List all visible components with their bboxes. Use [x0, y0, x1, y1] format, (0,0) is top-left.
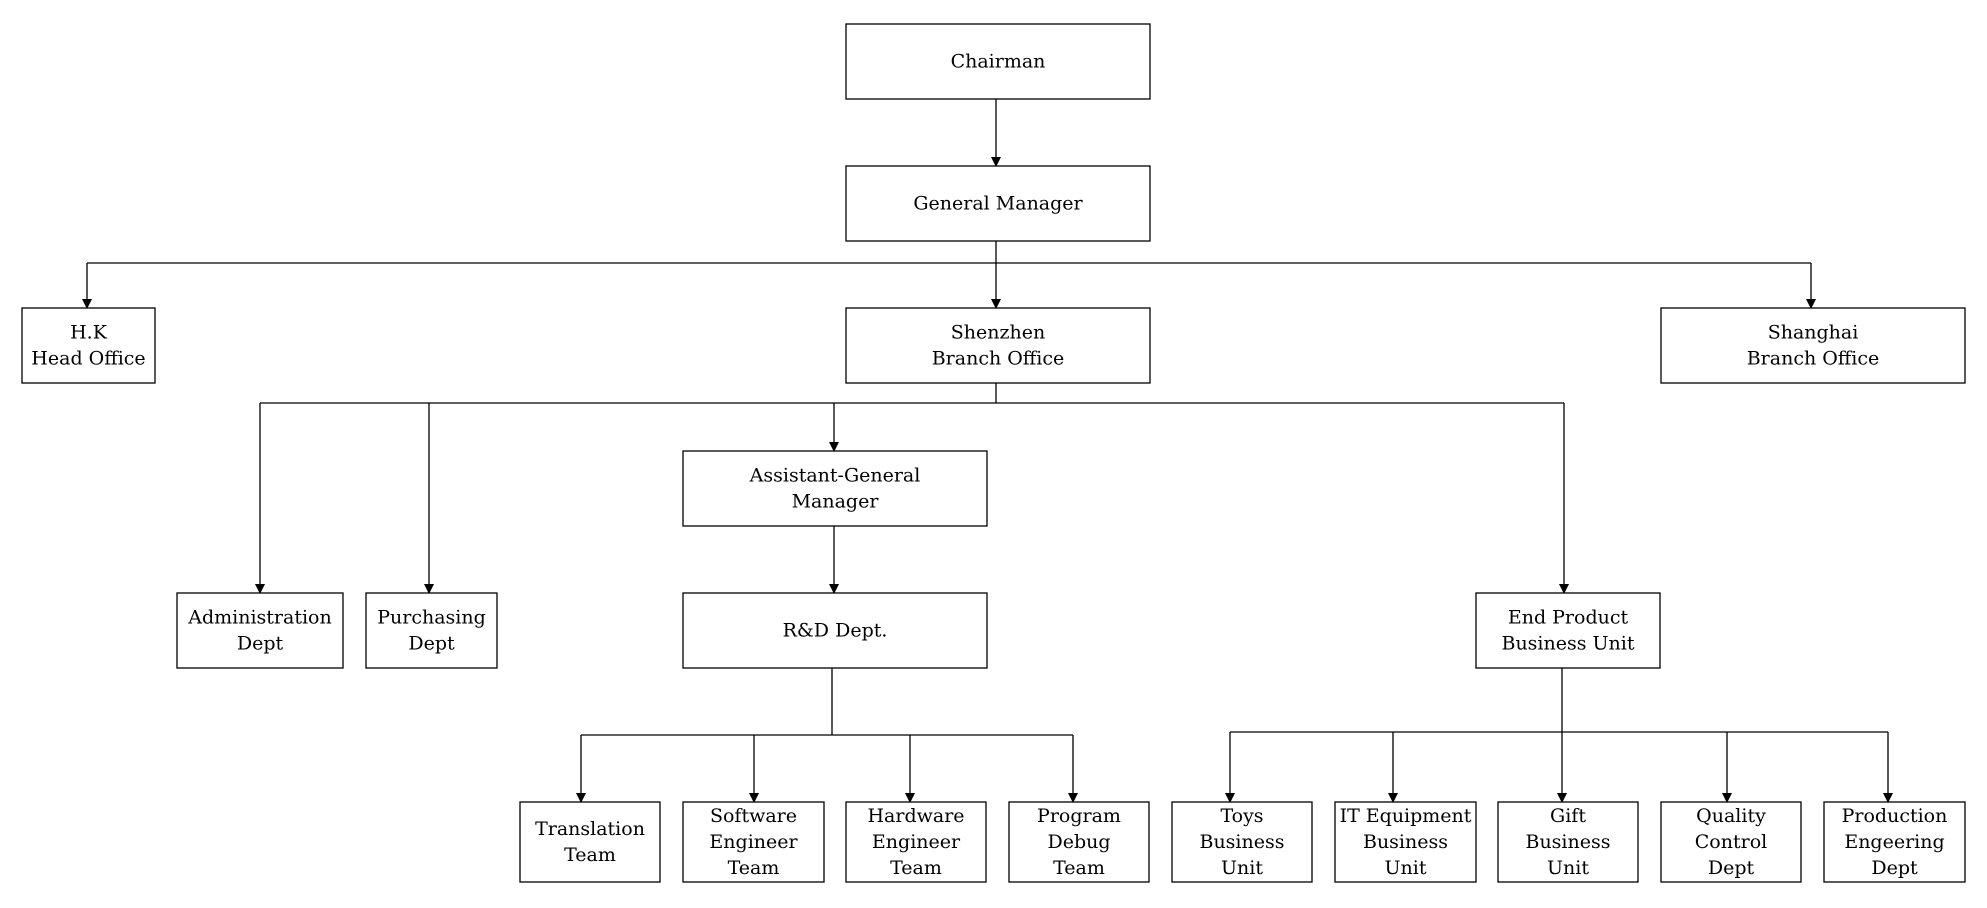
box-label-line: Business Unit	[1501, 633, 1634, 655]
box-frame	[845, 23, 1151, 100]
box-frame	[682, 450, 988, 527]
box-frame	[365, 592, 498, 669]
box-frame	[21, 307, 156, 384]
box-frame	[1008, 801, 1150, 883]
box-frame	[682, 592, 988, 669]
connector-lines	[82, 99, 1893, 803]
box-label-line: Engineer	[709, 831, 798, 853]
box-label-line: Debug	[1047, 831, 1110, 853]
box-chairman: Chairman	[845, 23, 1151, 100]
box-label-line: Engeering	[1844, 831, 1944, 853]
box-label-line: Branch Office	[1747, 348, 1880, 370]
box-label-line: IT Equipment	[1340, 805, 1472, 827]
box-label-line: Unit	[1221, 857, 1263, 879]
box-label-line: Shenzhen	[951, 322, 1045, 344]
box-label-line: Unit	[1385, 857, 1427, 879]
box-frame	[176, 592, 344, 669]
box-label-line: Dept	[408, 633, 455, 655]
box-label-line: Program	[1037, 805, 1121, 827]
box-label-line: Quality	[1696, 805, 1766, 827]
box-label-line: Dept	[237, 633, 284, 655]
box-label-line: Chairman	[951, 51, 1046, 73]
box-label-line: Hardware	[867, 805, 964, 827]
box-label-line: Dept	[1708, 857, 1755, 879]
box-label-line: Team	[728, 857, 780, 879]
box-hk-head-office: H.K Head Office	[21, 307, 156, 384]
box-label-line: Unit	[1547, 857, 1589, 879]
box-frame	[519, 801, 661, 883]
box-frame	[1475, 592, 1661, 669]
box-label-line: Gift	[1550, 805, 1586, 827]
box-frame	[1660, 307, 1966, 384]
box-label-line: Assistant-General	[749, 465, 921, 487]
box-label-line: Control	[1695, 831, 1767, 853]
box-label-line: H.K	[70, 322, 108, 344]
box-label-line: Shanghai	[1768, 322, 1859, 344]
box-frame	[1334, 801, 1477, 883]
box-label-line: Manager	[792, 491, 880, 513]
box-label-line: Purchasing	[377, 607, 486, 629]
box-label-line: Administration	[187, 607, 331, 629]
box-label-line: Toys	[1220, 805, 1263, 827]
box-frame	[682, 801, 825, 883]
box-label-line: Team	[564, 844, 616, 866]
box-frame	[845, 307, 1151, 384]
box-label-line: End Product	[1508, 607, 1629, 629]
box-label-line: Head Office	[31, 348, 145, 370]
box-label-line: Team	[890, 857, 942, 879]
box-frame	[845, 165, 1151, 242]
box-label-line: Business	[1525, 831, 1610, 853]
box-frame	[1171, 801, 1313, 883]
box-label-line: R&D Dept.	[783, 620, 888, 642]
box-label-line: Team	[1053, 857, 1105, 879]
box-frame	[1497, 801, 1639, 883]
box-label-line: Software	[710, 805, 797, 827]
box-label-line: General Manager	[913, 193, 1083, 215]
box-label-line: Business	[1199, 831, 1284, 853]
box-frame	[1823, 801, 1966, 883]
box-frame	[845, 801, 987, 883]
box-label-line: Dept	[1871, 857, 1918, 879]
box-general-manager: General Manager	[845, 165, 1151, 242]
box-label-line: Branch Office	[932, 348, 1065, 370]
box-label-line: Production	[1842, 805, 1948, 827]
box-frame	[1660, 801, 1802, 883]
box-label-line: Translation	[535, 818, 645, 840]
box-rd-dept: R&D Dept.	[682, 592, 988, 669]
box-label-line: Engineer	[872, 831, 961, 853]
box-label-line: Business	[1363, 831, 1448, 853]
